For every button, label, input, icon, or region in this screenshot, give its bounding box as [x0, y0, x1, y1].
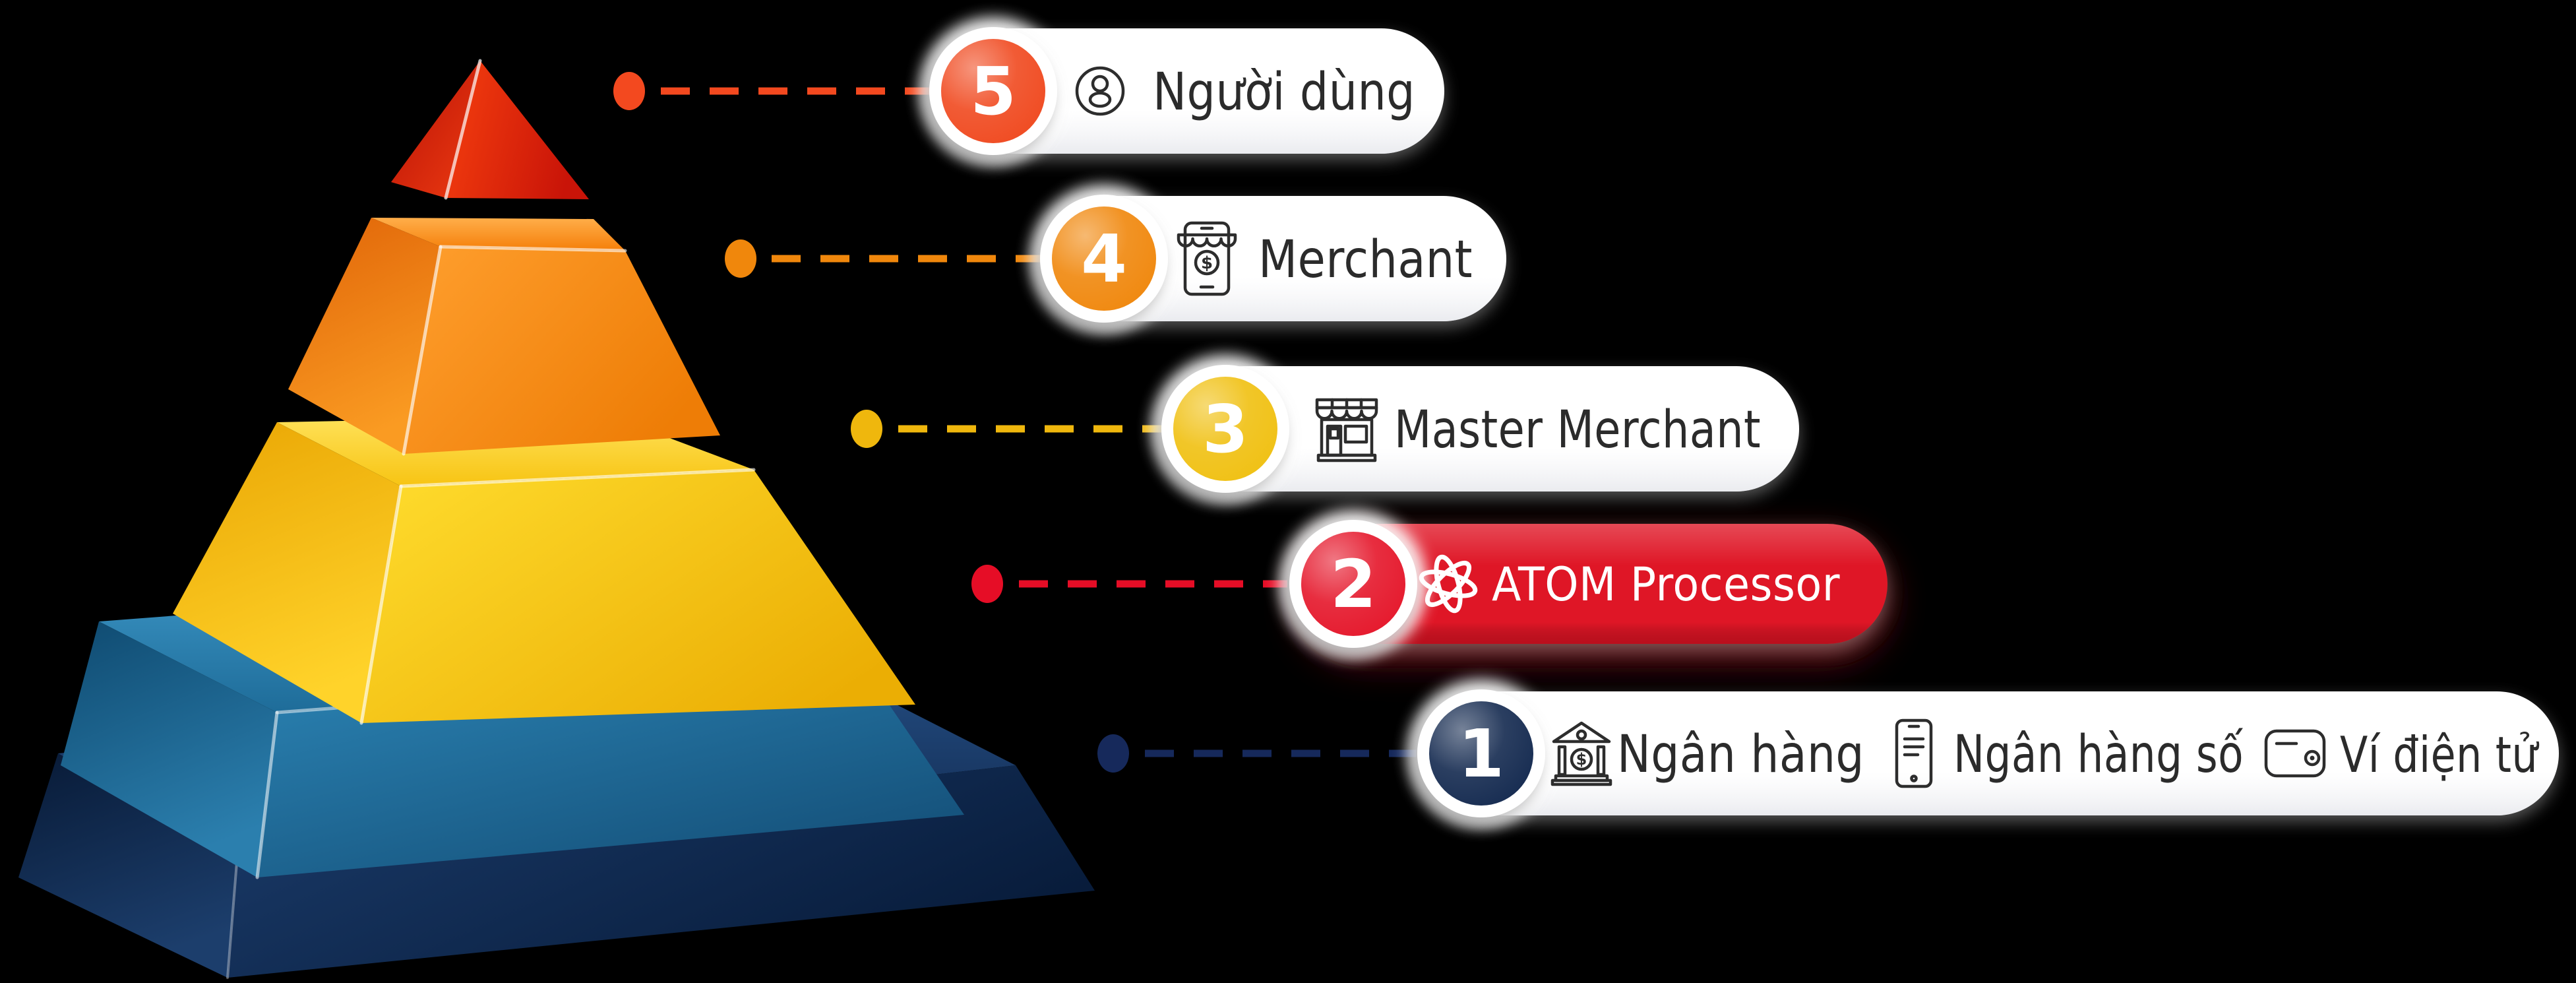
row-1-number: 1	[1458, 715, 1504, 792]
row-1-badge-sheen	[1429, 701, 1533, 806]
user-circle-icon	[1075, 66, 1125, 116]
connector-dot-4	[725, 239, 756, 278]
row-1-pill-shade	[1428, 691, 2559, 815]
connector-5	[613, 72, 930, 110]
connector-dot-5	[613, 72, 645, 110]
connector-1	[1097, 734, 1417, 773]
pyramid-level-3-ridge-highlight	[359, 484, 403, 725]
pyramid-level-4-top-face	[371, 218, 625, 251]
bank-icon: $	[1550, 721, 1612, 786]
row-5-badge-sheen	[941, 39, 1045, 143]
row-3-label: Master Merchant	[1394, 400, 1761, 460]
merchant-phone-icon: $	[1177, 221, 1237, 296]
row-1-label-digital-bank: Ngân hàng số	[1953, 725, 2244, 784]
pyramid-level-5-front-face	[446, 61, 589, 199]
dollar-glyph: $	[1576, 750, 1587, 769]
connector-3	[851, 410, 1162, 448]
pyramid-level-3-left-face	[173, 422, 401, 723]
connector-dot-1	[1097, 734, 1129, 773]
pyramid-level-1-left-face	[18, 753, 237, 978]
wallet-icon	[2264, 729, 2326, 778]
row-3-number: 3	[1202, 391, 1248, 468]
connector-4	[725, 239, 1041, 278]
connector-dot-3	[851, 410, 882, 448]
row-5: 5 Người dùng	[919, 17, 1444, 165]
storefront-icon	[1315, 398, 1378, 462]
row-3-badge-sheen	[1173, 377, 1277, 481]
row-1: 1 $ Ngân hàng Ngân hàng số Ví	[1407, 680, 2559, 827]
pyramid-level-3-front-face	[361, 470, 915, 723]
row-2-label: ATOM Processor	[1492, 557, 1840, 612]
row-5-pill-shade	[944, 28, 1444, 154]
pyramid-level-1-edge-highlight	[226, 853, 239, 979]
pyramid-level-5	[391, 59, 589, 200]
pyramid-level-5-left-face	[391, 61, 480, 198]
pyramid-level-4-front-face	[404, 247, 720, 454]
connector-dot-2	[971, 565, 1003, 603]
row-4: 4 $ Merchant	[1030, 185, 1506, 333]
connectors	[613, 72, 1417, 773]
pyramid-level-2-left-face	[61, 621, 277, 877]
row-4-badge-sheen	[1052, 206, 1156, 311]
row-2-badge-sheen	[1301, 532, 1405, 636]
row-1-label-ewallet: Ví điện tử	[2340, 726, 2539, 784]
row-1-label-bank: Ngân hàng	[1617, 725, 1864, 784]
pyramid-level-4-left-face	[288, 218, 441, 454]
pyramid-level-2-ridge-highlight	[255, 711, 279, 879]
row-2-pill-shade	[1302, 524, 1887, 644]
pyramid-level-3	[173, 416, 915, 725]
pyramid	[18, 59, 1095, 979]
row-5-label: Người dùng	[1153, 63, 1415, 122]
pyramid-level-3-top-edge-highlight	[399, 468, 756, 488]
row-4-label: Merchant	[1258, 230, 1473, 290]
pyramid-level-4-top-edge-highlight	[439, 245, 627, 253]
dollar-glyph: $	[1201, 253, 1213, 273]
row-5-number: 5	[970, 53, 1016, 130]
row-3: 3 Master Merchant	[1151, 355, 1799, 503]
smartphone-icon	[1895, 718, 1933, 788]
pyramid-level-4-ridge-highlight	[402, 245, 443, 456]
pyramid-level-5-ridge-highlight	[444, 59, 482, 200]
connector-2	[971, 565, 1287, 603]
row-2: 2 ATOM Processor	[1279, 510, 1887, 658]
row-2-number: 2	[1330, 546, 1376, 623]
atom-icon	[1419, 554, 1478, 614]
row-4-number: 4	[1081, 220, 1127, 298]
pyramid-level-4	[288, 218, 720, 456]
